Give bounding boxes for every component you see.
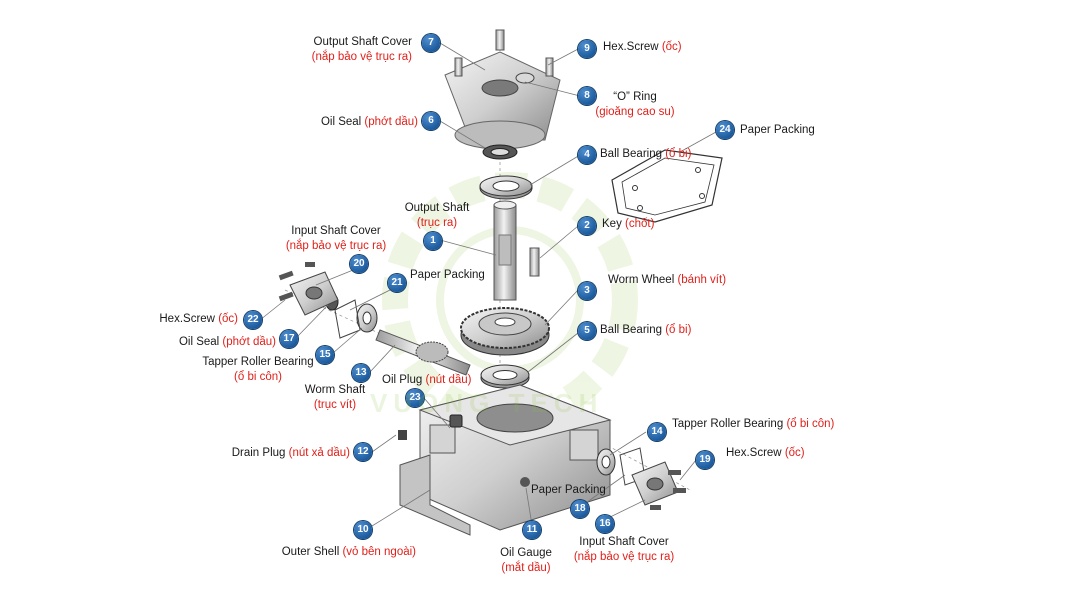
badge-10: 10 bbox=[354, 521, 372, 539]
label-1: Output Shaft(trục ra) bbox=[404, 202, 470, 229]
badge-22: 22 bbox=[244, 311, 262, 329]
badge-15: 15 bbox=[316, 346, 334, 364]
ball-bearing-top bbox=[479, 175, 533, 200]
label-16: Input Shaft Cover(nắp bảo vệ trục ra) bbox=[573, 536, 675, 563]
paper-packing-top bbox=[611, 149, 723, 223]
outer-shell bbox=[399, 384, 612, 536]
badge-17: 17 bbox=[280, 330, 298, 348]
badge-19: 19 bbox=[696, 451, 714, 469]
label-12: Drain Plug (nút xả dầu) bbox=[231, 447, 350, 459]
badge-1: 1 bbox=[424, 232, 442, 250]
label-11: Oil Gauge(mắt dầu) bbox=[500, 547, 552, 574]
oil-plug bbox=[449, 414, 463, 428]
worm-shaft bbox=[375, 329, 471, 376]
key-part bbox=[529, 247, 540, 277]
badge-13: 13 bbox=[352, 364, 370, 382]
label-3: Worm Wheel (bánh vít) bbox=[608, 274, 727, 286]
label-18: Paper Packing bbox=[531, 484, 606, 496]
label-15: Tapper Roller Bearing(ổ bi côn) bbox=[202, 356, 314, 383]
ball-bearing-bottom bbox=[480, 364, 530, 389]
badge-21: 21 bbox=[388, 274, 406, 292]
label-10: Outer Shell (vỏ bên ngoài) bbox=[281, 546, 416, 558]
label-14: Tapper Roller Bearing (ổ bi côn) bbox=[672, 418, 835, 430]
input-cover-left bbox=[289, 271, 339, 316]
watermark-text: VUONG TECH bbox=[370, 388, 604, 418]
badge-14: 14 bbox=[648, 423, 666, 441]
badge-16: 16 bbox=[596, 515, 614, 533]
badge-3: 3 bbox=[578, 282, 596, 300]
label-17: Oil Seal (phớt dầu) bbox=[178, 336, 276, 348]
label-22: Hex.Screw (ốc) bbox=[159, 313, 238, 325]
badge-18: 18 bbox=[571, 500, 589, 518]
label-2: Key (chốt) bbox=[602, 218, 655, 230]
output-shaft bbox=[493, 200, 517, 301]
badge-20: 20 bbox=[350, 255, 368, 273]
badge-9: 9 bbox=[578, 40, 596, 58]
label-13: Worm Shaft(trục vít) bbox=[304, 384, 366, 411]
drain-plug bbox=[398, 430, 407, 440]
label-7: Output Shaft Cover(nắp bảo vệ trục ra) bbox=[311, 36, 412, 63]
badge-5: 5 bbox=[578, 322, 596, 340]
label-6: Oil Seal (phớt dầu) bbox=[320, 116, 418, 128]
label-5: Ball Bearing (ổ bi) bbox=[600, 324, 692, 336]
label-4: Ball Bearing (ổ bi) bbox=[600, 148, 692, 160]
label-9: Hex.Screw (ốc) bbox=[603, 41, 682, 53]
label-19: Hex.Screw (ốc) bbox=[726, 447, 805, 459]
label-23: Oil Plug (nút dầu) bbox=[382, 374, 472, 386]
label-24: Paper Packing bbox=[740, 124, 815, 136]
label-20: Input Shaft Cover(nắp bảo vệ trục ra) bbox=[285, 225, 387, 252]
badge-11: 11 bbox=[523, 521, 541, 539]
worm-wheel bbox=[460, 307, 550, 356]
badge-23: 23 bbox=[406, 389, 424, 407]
badge-6: 6 bbox=[422, 112, 440, 130]
badge-2: 2 bbox=[578, 217, 596, 235]
oil-gauge bbox=[520, 477, 530, 487]
badge-24: 24 bbox=[716, 121, 734, 139]
hex-screws-top bbox=[454, 29, 554, 77]
input-cover-right bbox=[631, 461, 679, 506]
output-shaft-cover bbox=[444, 51, 561, 150]
badge-12: 12 bbox=[354, 443, 372, 461]
badge-4: 4 bbox=[578, 146, 596, 164]
badge-8: 8 bbox=[578, 87, 596, 105]
label-8: “O” Ring(gioăng cao su) bbox=[595, 91, 675, 118]
badge-7: 7 bbox=[422, 34, 440, 52]
label-21: Paper Packing bbox=[410, 269, 485, 281]
